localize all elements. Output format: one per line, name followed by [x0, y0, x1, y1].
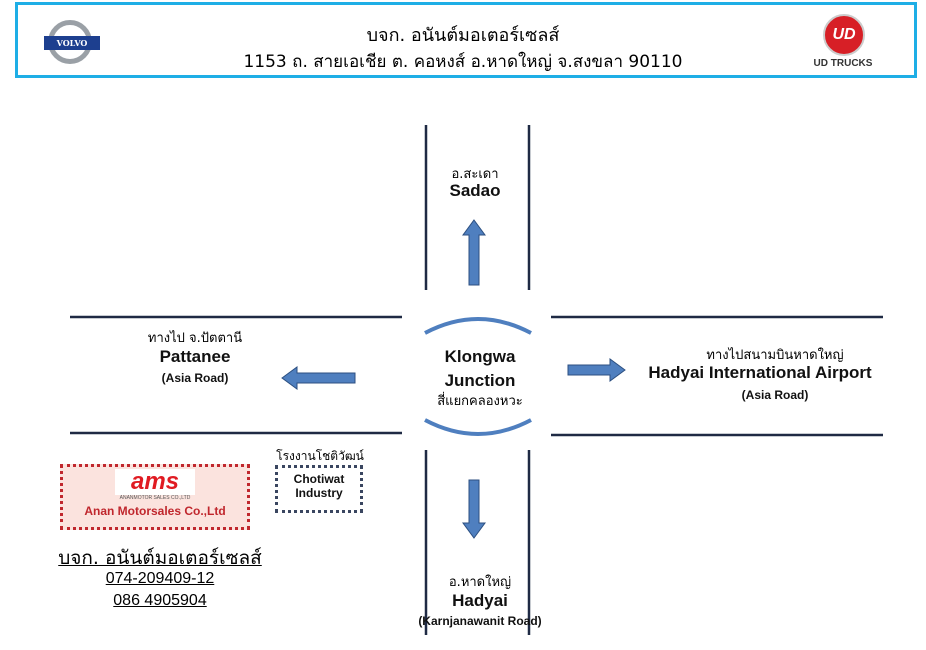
north-thai: อ.สะเดา	[451, 167, 499, 182]
junction-name-1: Klongwa	[444, 347, 516, 366]
arrow-right-icon	[567, 358, 626, 382]
west-thai: ทางไป จ.ปัตตานี	[147, 331, 243, 346]
header-banner	[15, 2, 917, 78]
arrow-up-icon	[462, 219, 486, 286]
dealer-logo-box: ams ANANMOTOR SALES CO.,LTD Anan Motorsa…	[60, 464, 250, 530]
east-thai: ทางไปสนามบินหาดใหญ่	[706, 348, 844, 363]
chotiwat-thai: โรงงานโชติวัฒน์	[276, 449, 364, 463]
arrow-left-icon	[281, 366, 356, 390]
south-road: (Karnjanawanit Road)	[418, 614, 542, 628]
north-label: Sadao	[449, 181, 501, 200]
junction-arc-top	[424, 317, 532, 335]
ud-trucks-logo: UD UD TRUCKS	[808, 14, 878, 74]
company-address: 1153 ถ. สายเอเชีย ต. คอหงส์ อ.หาดใหญ่ จ.…	[243, 52, 683, 72]
south-thai: อ.หาดใหญ่	[448, 575, 512, 590]
junction-thai: สี่แยกคลองหวะ	[437, 394, 523, 409]
dealer-phone-2[interactable]: 086 4905904	[113, 592, 207, 609]
chotiwat-landmark: Chotiwat Industry	[275, 465, 363, 513]
dealer-name-thai: บจก. อนันต์มอเตอร์เซลส์	[58, 547, 262, 569]
south-label: Hadyai	[452, 591, 508, 610]
east-road: (Asia Road)	[741, 388, 809, 402]
west-road: (Asia Road)	[161, 371, 229, 385]
company-name: บจก. อนันต์มอเตอร์เซลส์	[366, 25, 560, 46]
roads	[70, 125, 883, 635]
volvo-logo: VOLVO	[44, 14, 100, 70]
junction-arc-bottom	[424, 418, 532, 436]
dealer-phone-1[interactable]: 074-209409-12	[105, 570, 215, 587]
junction-name-2: Junction	[444, 371, 516, 390]
east-label: Hadyai International Airport	[648, 363, 872, 382]
arrow-down-icon	[462, 479, 486, 539]
west-label: Pattanee	[159, 347, 231, 366]
